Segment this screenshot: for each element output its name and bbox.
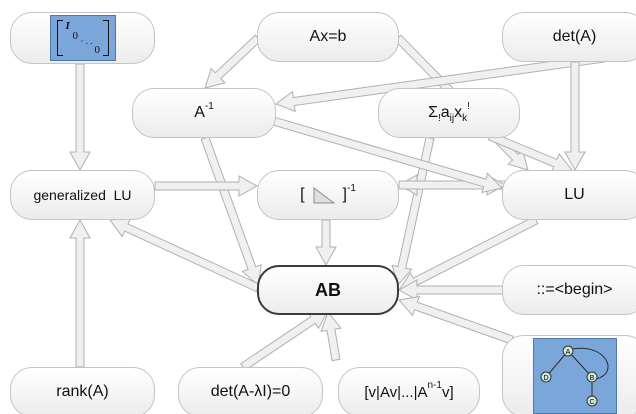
arrow-block-to-product — [315, 219, 337, 267]
arrow-genlu-to-product — [320, 310, 342, 362]
arrow-product-to-genlu — [109, 217, 261, 293]
arrow-begin-to-product — [397, 279, 504, 301]
graph-node-a: A — [562, 345, 573, 357]
block-inverse-exponent: -1 — [347, 182, 356, 194]
node-determinant: det(A) — [502, 12, 636, 62]
arrow-rank-to-genlu — [69, 218, 91, 368]
matrix-picture: I 0 · . . 0 — [49, 15, 116, 61]
sum-a: a — [440, 104, 450, 121]
zero-bottom: 0 — [94, 44, 101, 56]
inverse-exponent: -1 — [204, 100, 214, 112]
graph-node-c: C — [586, 395, 597, 407]
krylov-exponent: n-1 — [427, 379, 442, 391]
sum-ij: ij — [449, 112, 455, 124]
product-label: AB — [315, 279, 341, 300]
sum-mark: ! — [467, 100, 470, 112]
lu-label: LU — [564, 186, 585, 203]
node-identity-matrix: I 0 · . . 0 — [10, 12, 155, 64]
sum-sigma: Σ — [428, 104, 438, 121]
arrow-sum-to-lu — [487, 131, 573, 173]
left-bracket — [56, 20, 63, 56]
node-system: Ax=b — [257, 12, 399, 62]
arrow-identity-to-genlu — [69, 63, 91, 172]
node-lu: LU — [502, 170, 636, 220]
block-inverse-close: ] — [342, 186, 347, 203]
arrow-det-to-inverse — [274, 53, 606, 113]
inverse-base: A — [194, 104, 205, 121]
identity-letter: I — [65, 20, 70, 32]
sum-k: k — [462, 112, 468, 124]
zero-top: 0 — [72, 30, 79, 42]
arrow-det-to-lu — [564, 61, 586, 172]
triangle-icon — [313, 187, 336, 204]
arrow-char-to-product — [240, 309, 329, 371]
node-generalized-lu: generalized LU — [10, 170, 155, 220]
arrow-sum-to-product — [391, 136, 435, 287]
characteristic-label: det(A-λI)=0 — [210, 383, 291, 400]
node-rank: rank(A) — [10, 367, 155, 414]
krylov-tail: v] — [441, 383, 454, 401]
arrow-system-to-inverse — [204, 34, 262, 89]
right-bracket — [102, 20, 109, 56]
node-inverse: A-1 — [132, 88, 276, 138]
graph-node-b: B — [586, 371, 597, 383]
node-product: AB — [257, 265, 399, 315]
node-graph: A D B C — [502, 335, 636, 414]
diagonal-dots: · . . — [80, 36, 93, 46]
generalized-lu-label: generalized LU — [33, 187, 132, 203]
graph-picture: A D B C — [532, 338, 617, 414]
arrow-graph-to-product — [398, 295, 514, 345]
determinant-label: det(A) — [552, 28, 597, 45]
graph-node-d: D — [540, 371, 551, 383]
node-block-inverse: [ ]-1 — [257, 170, 399, 220]
rank-label: rank(A) — [56, 383, 109, 400]
svg-text:A: A — [565, 349, 570, 356]
svg-text:B: B — [589, 375, 594, 382]
sum-x: x — [454, 104, 463, 121]
node-characteristic: det(A-λI)=0 — [178, 367, 323, 414]
svg-text:D: D — [543, 375, 548, 382]
block-inverse-open: [ — [300, 186, 305, 203]
sum-index-mark: ! — [437, 112, 441, 124]
begin-label: ::=<begin> — [536, 281, 613, 298]
svg-text:C: C — [589, 399, 594, 406]
krylov-text: [v|Av|...|A — [364, 383, 428, 401]
system-label: Ax=b — [309, 28, 347, 45]
node-begin: ::=<begin> — [502, 265, 636, 315]
arrow-inverse-to-lu — [268, 115, 503, 194]
arrow-genlu-to-block — [154, 175, 259, 197]
